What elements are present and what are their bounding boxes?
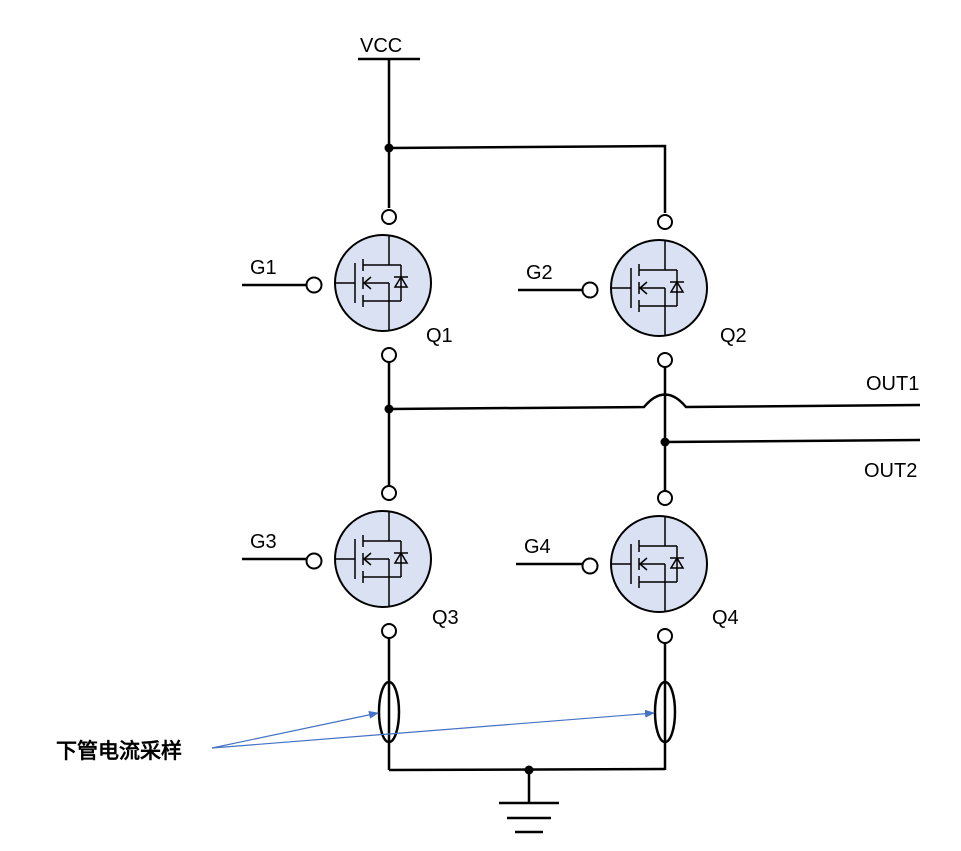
q1-label: Q1	[426, 325, 453, 347]
q2-label: Q2	[720, 325, 747, 347]
mosfet-q3: G3 Q3	[242, 485, 459, 639]
q2-source-terminal	[657, 352, 673, 368]
mosfet-q1: G1 Q1	[242, 209, 453, 363]
vcc-label: VCC	[360, 35, 402, 57]
q3-drain-terminal	[381, 485, 397, 501]
annotation-arrow-q3	[211, 710, 379, 749]
q2-gate-terminal	[581, 281, 599, 299]
vcc-to-q2-wire	[388, 144, 667, 213]
current-sense-note: 下管电流采样	[56, 739, 182, 763]
out1-label: OUT1	[866, 373, 919, 395]
out2-wire	[664, 438, 921, 444]
q3-gate-terminal	[305, 552, 323, 570]
q3-label: Q3	[432, 607, 459, 629]
q2-drain-terminal	[657, 214, 673, 230]
q1-drain-terminal	[381, 209, 397, 225]
g1-label: G1	[250, 257, 277, 279]
annotation-arrow-q4	[211, 709, 655, 749]
q4-gate-terminal	[581, 557, 599, 575]
mosfet-q4: G4 Q4	[516, 490, 739, 644]
vcc-junction	[384, 143, 394, 153]
g2-label: G2	[526, 262, 553, 284]
out1-wire	[388, 393, 921, 411]
q3-current-sense-ellipse	[377, 680, 401, 744]
q4-label: Q4	[712, 607, 739, 629]
q1-gate-terminal	[305, 276, 323, 294]
ground-icon	[499, 801, 559, 834]
g4-label: G4	[524, 536, 551, 558]
q4-drain-terminal	[657, 490, 673, 506]
mosfet-q2: G2 Q2	[518, 214, 747, 368]
g3-label: G3	[250, 531, 277, 553]
q4-current-sense-ellipse	[653, 680, 677, 744]
q1-source-terminal	[381, 347, 397, 363]
q3-source-terminal	[381, 623, 397, 639]
q4-source-terminal	[657, 628, 673, 644]
out2-label: OUT2	[864, 460, 917, 482]
